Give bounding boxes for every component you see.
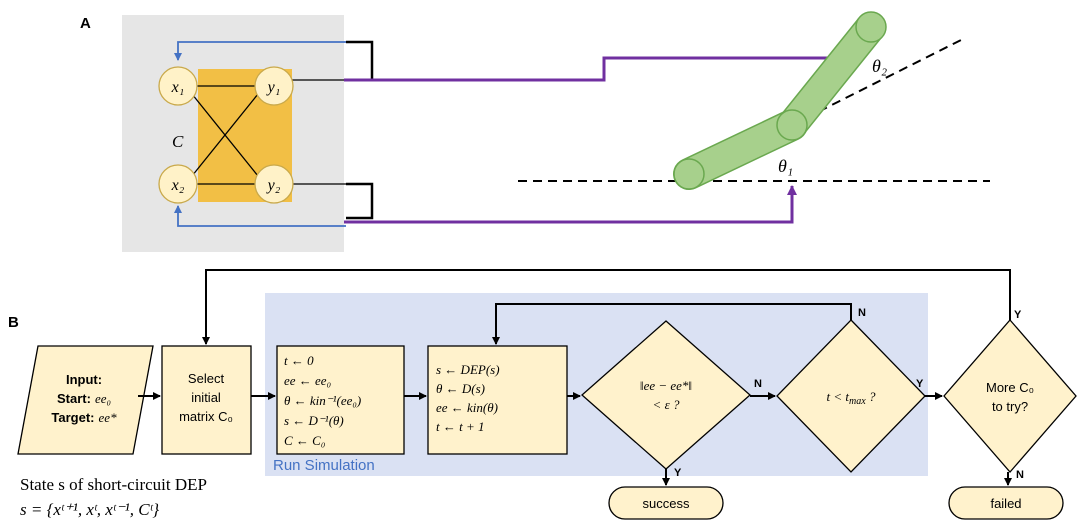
run-simulation-label: Run Simulation [273, 457, 375, 474]
diamond3-yes: Y [1014, 309, 1022, 321]
success-terminal: success [608, 486, 724, 520]
dep-line: t ← t + 1 [436, 419, 485, 434]
diamond2-text: t < tmax ? [827, 389, 876, 407]
diamond3-line2: to try? [992, 399, 1028, 414]
failed-label: failed [990, 496, 1021, 511]
init-line: C ← C₀ [284, 433, 325, 448]
input-title: Input: [66, 372, 102, 387]
flow-arrows [138, 269, 1012, 486]
controller-label: C [172, 132, 184, 151]
node-y2: y₂ [254, 164, 294, 204]
node-y1: y₁ [254, 66, 294, 106]
node-y2-label: y₂ [266, 177, 281, 194]
diamond3-no: N [1016, 469, 1024, 481]
node-x2: x₂ [158, 164, 198, 204]
theta1-label: θ₁ [778, 156, 793, 176]
blue-feedback-arrows [174, 41, 346, 227]
init-line: s ← D⁻¹(θ) [284, 413, 344, 428]
input-box: Input: Start:ee₀ Target:ee* [17, 345, 154, 455]
input-start: Start:ee₀ [57, 391, 111, 406]
diamond1-yes: Y [674, 467, 682, 479]
node-x2-label: x₂ [171, 177, 185, 194]
diamond2-yes: Y [916, 378, 924, 390]
diamond1-line1: ‖ee − ee*‖ [640, 378, 692, 393]
purple-signal-lines [344, 53, 865, 224]
dep-line: θ ← D(s) [436, 381, 485, 396]
panel-b-label: B [8, 314, 19, 331]
select-matrix-box: Select initial matrix C₀ [161, 345, 252, 455]
black-connectors [346, 40, 374, 220]
base-joint [673, 158, 705, 190]
select-line1: Select [188, 371, 225, 386]
failed-terminal: failed [948, 486, 1064, 520]
dep-line: s ← DEP(s) [436, 362, 500, 377]
state-formula: s = {xᵗ⁺¹, xᵗ, xᵗ⁻¹, Cᵗ} [20, 500, 159, 519]
diamond1-no: N [754, 378, 762, 390]
decision-more-c0-diamond: More C₀ to try? [943, 319, 1077, 473]
end-effector [855, 11, 887, 43]
node-x1: x₁ [158, 66, 198, 106]
diamond2-no: N [858, 307, 866, 319]
input-target: Target:ee* [51, 410, 117, 425]
init-line: θ ← kin⁻¹(ee₀) [284, 393, 361, 408]
init-line: t ← 0 [284, 353, 314, 368]
state-description: State s of short-circuit DEP [20, 475, 207, 494]
diamond3-line1: More C₀ [986, 380, 1034, 395]
select-line3: matrix C₀ [179, 409, 233, 424]
init-line: ee ← ee₀ [284, 373, 331, 388]
diamond1-line2: < ε ? [653, 397, 680, 412]
node-x1-label: x₁ [171, 79, 185, 96]
decision-time-diamond: t < tmax ? [776, 319, 926, 473]
panel-a-label: A [80, 15, 91, 32]
theta2-label: θ₂ [872, 56, 887, 76]
robot-arm [673, 11, 887, 190]
dep-line: ee ← kin(θ) [436, 400, 498, 415]
dep-step-box: s ← DEP(s) θ ← D(s) ee ← kin(θ) t ← t + … [427, 345, 568, 455]
init-box: t ← 0 ee ← ee₀ θ ← kin⁻¹(ee₀) s ← D⁻¹(θ)… [276, 345, 405, 455]
elbow-joint [776, 109, 808, 141]
node-y1-label: y₁ [266, 79, 281, 96]
success-label: success [643, 496, 690, 511]
select-line2: initial [191, 390, 221, 405]
